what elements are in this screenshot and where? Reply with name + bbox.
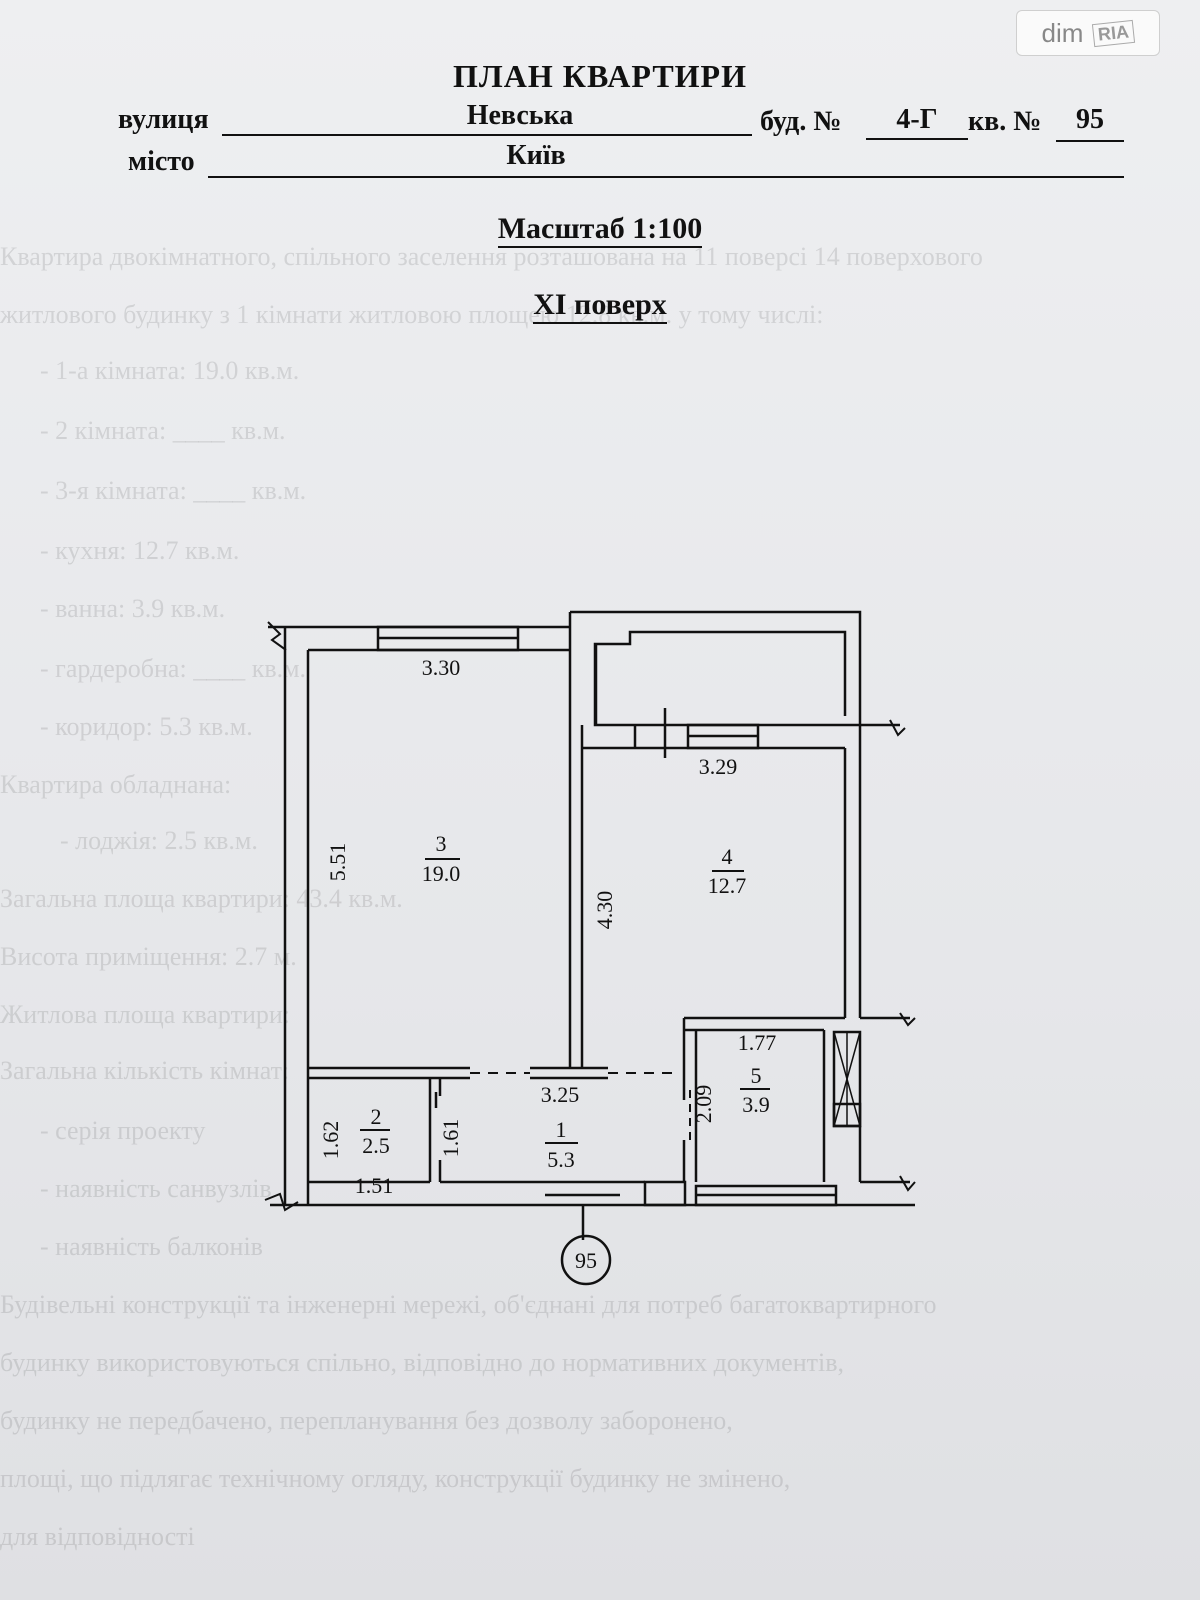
ghost-line: - кухня: 12.7 кв.м. — [40, 536, 240, 565]
room-3-area: 19.0 — [422, 861, 461, 886]
scale-label: Масштаб 1:100 — [0, 212, 1200, 248]
apartment-underline — [1056, 140, 1124, 142]
ghost-line: Квартира обладнана: — [0, 770, 232, 799]
ghost-line: - гардеробна: ____ кв.м. — [40, 654, 307, 683]
apartment-label: кв. № — [968, 106, 1042, 137]
ghost-line: будинку використовуються спільно, відпов… — [0, 1348, 844, 1377]
apartment-value: 95 — [1076, 104, 1104, 135]
room-1-length: 1.61 — [438, 1119, 463, 1158]
room-3-number: 3 — [436, 831, 447, 856]
ghost-line: - ванна: 3.9 кв.м. — [40, 594, 226, 623]
street-label: вулиця — [118, 104, 209, 135]
floor-text: XI поверх — [533, 288, 667, 324]
ghost-line: - 1-а кімната: 19.0 кв.м. — [40, 356, 300, 385]
room-2-number: 2 — [371, 1104, 382, 1129]
building-label: буд. № — [760, 106, 842, 137]
ghost-line: - коридор: 5.3 кв.м. — [40, 712, 253, 741]
ghost-line: - наявність санвузлів — [40, 1174, 272, 1203]
floor-label: XI поверх — [0, 288, 1200, 324]
city-underline — [208, 176, 1124, 178]
apartment-marker-circle — [560, 1234, 612, 1286]
room-4-area: 12.7 — [708, 873, 747, 898]
ghost-line: - лоджія: 2.5 кв.м. — [60, 826, 258, 855]
room-4-number: 4 — [722, 844, 733, 869]
room-2-length: 1.62 — [318, 1121, 343, 1160]
room-2-width: 1.51 — [355, 1173, 394, 1198]
building-underline — [866, 138, 968, 140]
watermark-logo: dim RIA — [1016, 10, 1160, 56]
ghost-line: житлового будинку з 1 кімнати житловою п… — [0, 300, 824, 329]
apartment-marker: 95 — [575, 1248, 597, 1273]
city-label: місто — [128, 146, 195, 177]
street-underline — [222, 134, 752, 136]
room-1-width: 3.25 — [541, 1082, 580, 1107]
ghost-line: площі, що підлягає технічному огляду, ко… — [0, 1464, 791, 1493]
ghost-line: Житлова площа квартири: — [0, 1000, 290, 1029]
room-4-width: 3.29 — [699, 754, 738, 779]
room-5-width: 1.77 — [738, 1030, 777, 1055]
room-5-area: 3.9 — [742, 1092, 770, 1117]
street-value: Невська — [466, 100, 574, 131]
ghost-line: будинку не передбачено, перепланування б… — [0, 1406, 733, 1435]
scale-text: Масштаб 1:100 — [497, 212, 703, 248]
watermark-dim: dim — [1041, 17, 1084, 48]
room-5-length: 2.09 — [691, 1085, 716, 1124]
ghost-line: - наявність балконів — [40, 1232, 263, 1261]
ghost-line: Загальна площа квартири: 43.4 кв.м. — [0, 884, 403, 913]
room-1-number: 1 — [556, 1117, 567, 1142]
ghost-line: - серія проекту — [40, 1116, 206, 1145]
ghost-line: Будівельні конструкції та інженерні мере… — [0, 1290, 937, 1319]
ghost-line: - 2 кімната: ____ кв.м. — [40, 416, 286, 445]
city-value: Київ — [506, 140, 566, 171]
room-2-area: 2.5 — [362, 1133, 390, 1158]
ghost-line: Висота приміщення: 2.7 м. — [0, 942, 297, 971]
building-value: 4-Г — [896, 104, 938, 135]
room-4-length: 4.30 — [592, 891, 617, 930]
document-title: ПЛАН КВАРТИРИ — [453, 58, 747, 94]
ghost-line: для відповідності — [0, 1522, 195, 1551]
ghost-line: Загальна кількість кімнат: — [0, 1056, 290, 1085]
room-3-length: 5.51 — [325, 843, 350, 882]
room-3-width: 3.30 — [422, 655, 461, 680]
room-1-area: 5.3 — [547, 1147, 575, 1172]
ghost-line: - 3-я кімната: ____ кв.м. — [40, 476, 307, 505]
room-5-number: 5 — [751, 1063, 762, 1088]
ghost-line: Квартира двокімнатного, спільного заселе… — [0, 242, 983, 271]
